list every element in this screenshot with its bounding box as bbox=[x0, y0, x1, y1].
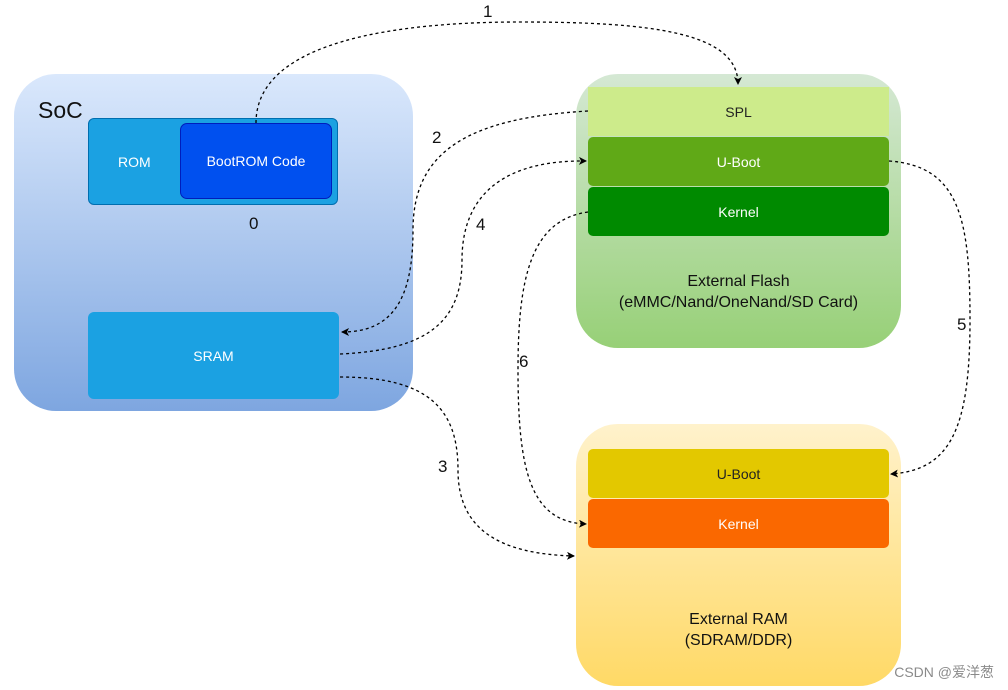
flash-uboot-block: U-Boot bbox=[588, 137, 889, 186]
sram-block: SRAM bbox=[88, 312, 339, 399]
ram-kernel-block: Kernel bbox=[588, 499, 889, 548]
step-label-1: 1 bbox=[483, 2, 493, 21]
step-label-0: 0 bbox=[249, 214, 259, 233]
rom-label: ROM bbox=[118, 154, 151, 170]
bootrom-code-block: BootROM Code bbox=[180, 123, 332, 199]
flash-kernel-block: Kernel bbox=[588, 187, 889, 236]
external-ram-title: External RAM bbox=[689, 611, 788, 628]
soc-title: SoC bbox=[38, 97, 83, 123]
flash-spl-block: SPL bbox=[588, 87, 889, 136]
external-flash-title: External Flash bbox=[687, 273, 790, 290]
step-label-3: 3 bbox=[438, 457, 448, 476]
external-ram-subtitle: (SDRAM/DDR) bbox=[684, 632, 793, 649]
external-ram-caption: External RAM (SDRAM/DDR) bbox=[576, 609, 901, 651]
external-flash-caption: External Flash (eMMC/Nand/OneNand/SD Car… bbox=[576, 271, 901, 313]
watermark: CSDN @爱洋葱 bbox=[894, 664, 994, 680]
ram-uboot-block: U-Boot bbox=[588, 449, 889, 498]
step-label-5: 5 bbox=[957, 315, 967, 334]
step-label-6: 6 bbox=[519, 352, 529, 371]
step-label-4: 4 bbox=[476, 215, 486, 234]
step-label-2: 2 bbox=[432, 128, 442, 147]
external-flash-subtitle: (eMMC/Nand/OneNand/SD Card) bbox=[618, 294, 859, 311]
